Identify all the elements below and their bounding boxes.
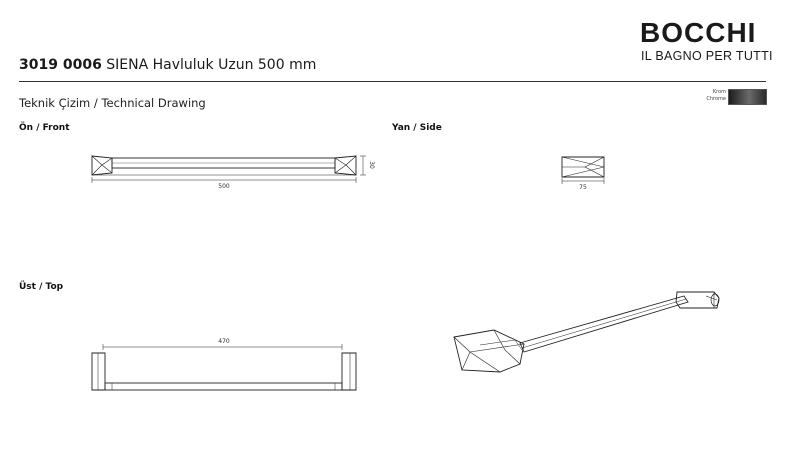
side-view-label: Yan / Side [392,123,442,133]
front-height-dimension: 30 [368,161,375,169]
finish-swatch [728,89,767,105]
front-width-dimension: 500 [218,183,230,190]
header-divider [19,81,766,82]
finish-label-tr: Krom [712,89,726,95]
drawing-subtitle: Teknik Çizim / Technical Drawing [19,96,206,110]
side-view-drawing [561,156,605,184]
brand-logo: BOCCHI [640,17,757,48]
product-name: SIENA Havluluk Uzun 500 mm [106,57,317,73]
side-depth-dimension: 75 [579,184,587,191]
top-view-label: Üst / Top [19,282,64,292]
page-title: 3019 0006 SIENA Havluluk Uzun 500 mm [19,57,316,73]
product-code: 3019 0006 [19,57,102,73]
top-view-drawing [91,344,357,391]
front-view-drawing [91,155,366,183]
brand-tagline: IL BAGNO PER TUTTI [641,49,773,63]
front-view-label: Ön / Front [19,123,70,133]
isometric-view-drawing [453,291,720,373]
finish-label-en: Chrome [706,96,726,102]
top-inner-dimension: 470 [218,338,230,345]
